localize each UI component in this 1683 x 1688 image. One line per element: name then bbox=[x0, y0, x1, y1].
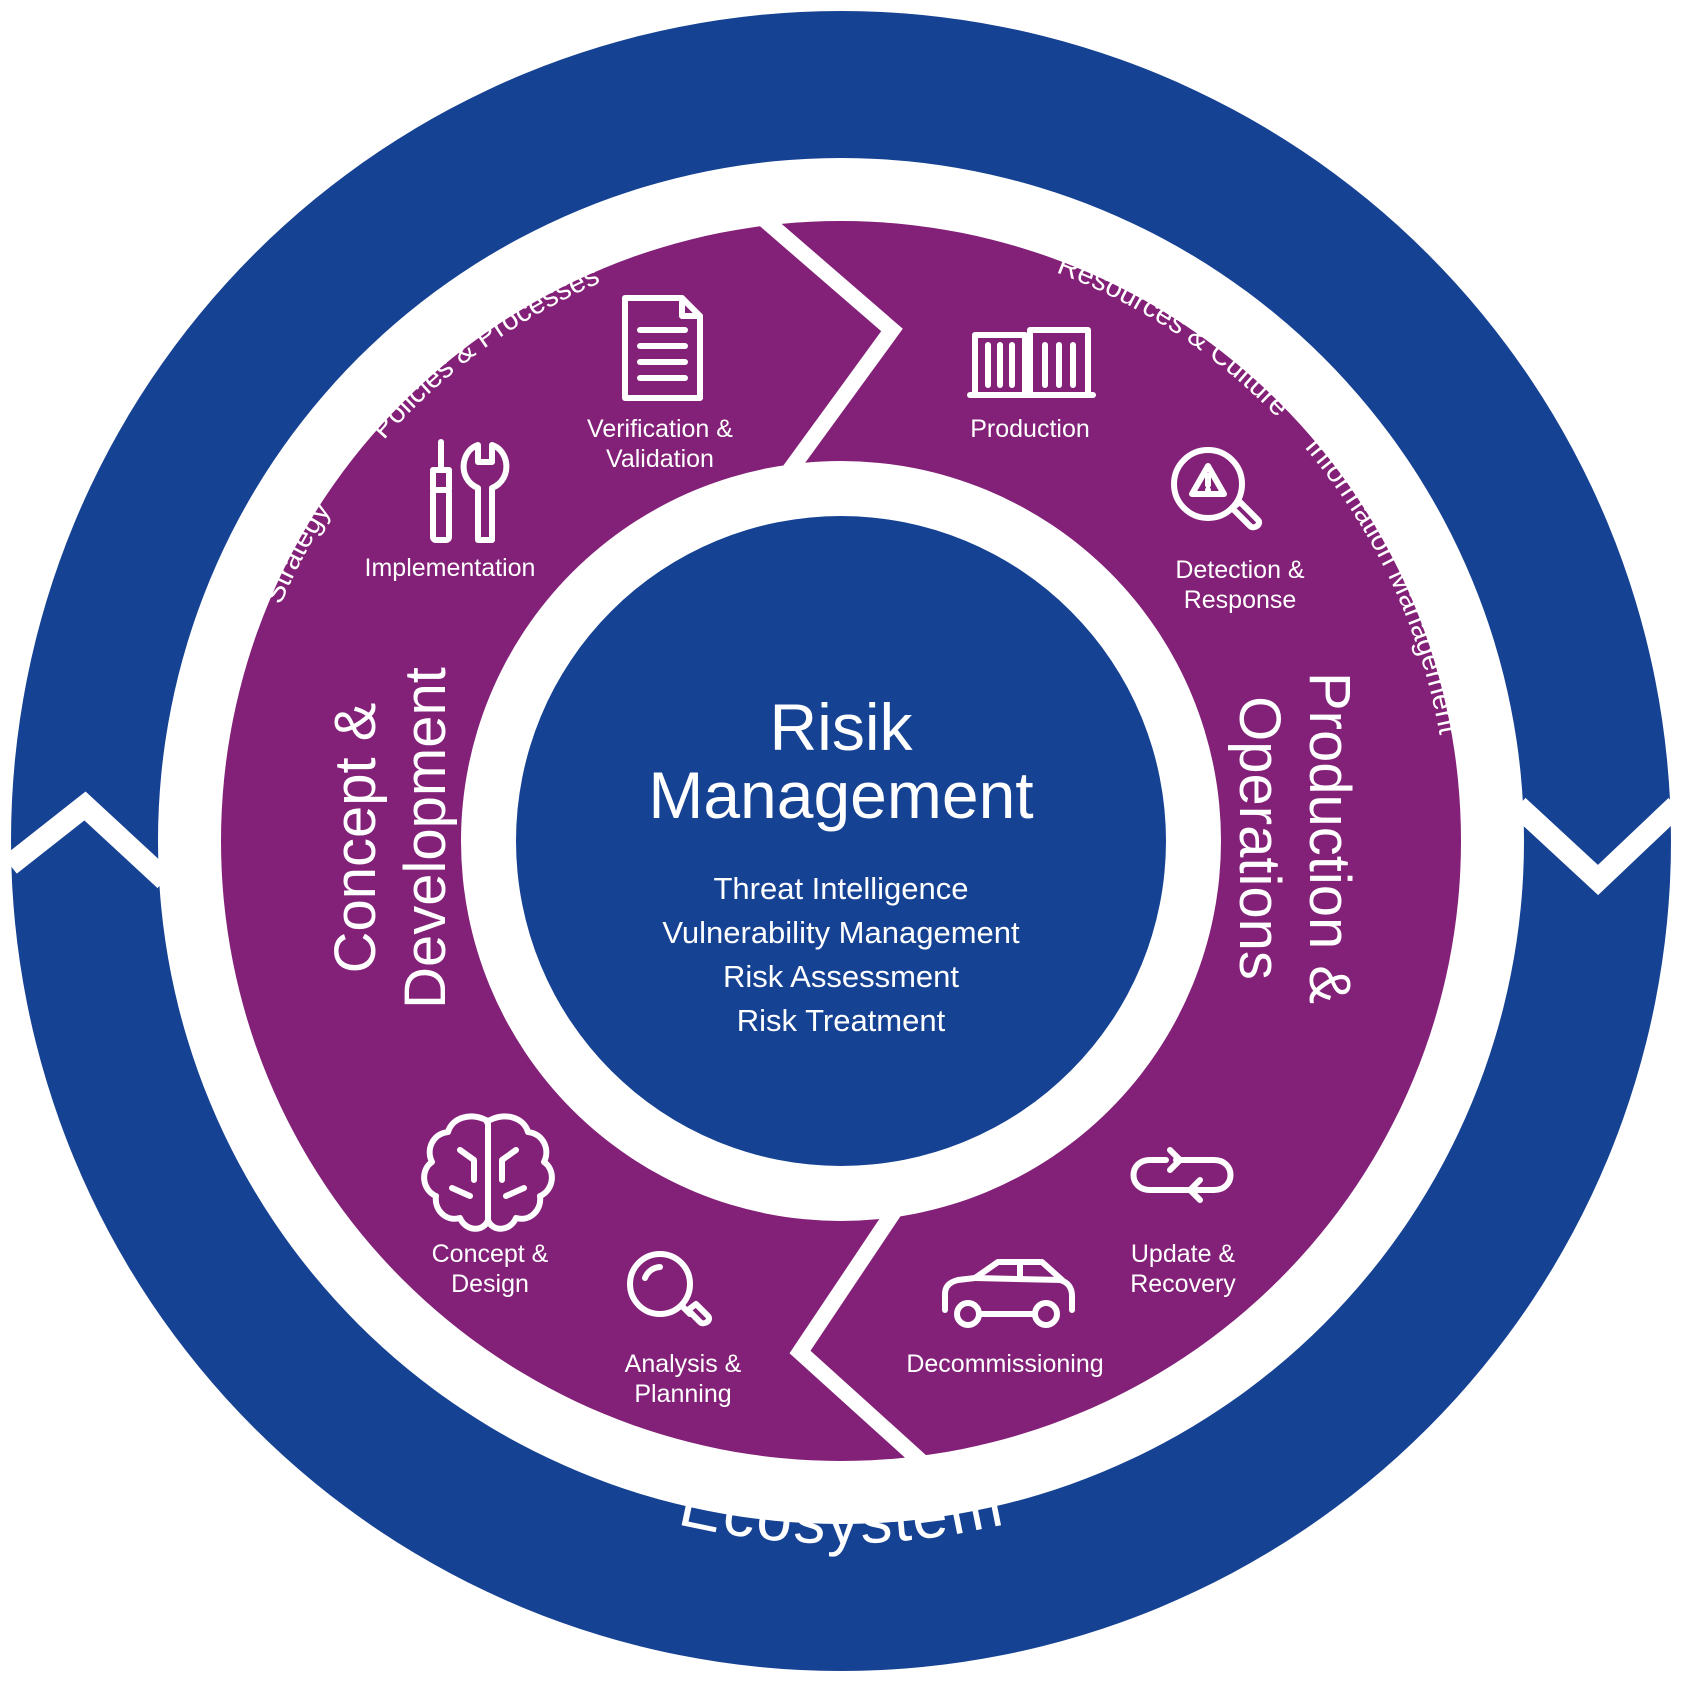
factory-icon bbox=[967, 327, 1096, 398]
analysis-label-line2: Planning bbox=[634, 1380, 731, 1408]
production-operations-title: Production & Operations bbox=[1227, 672, 1362, 1004]
decommissioning-label: Decommissioning bbox=[906, 1350, 1103, 1378]
analysis-label-line1: Analysis & bbox=[625, 1350, 742, 1378]
warning-search-icon bbox=[1171, 447, 1262, 531]
concept-design-label-line2: Design bbox=[451, 1270, 529, 1298]
center-title-line2: Management bbox=[648, 758, 1033, 832]
segment-divider-bottom bbox=[789, 1205, 931, 1471]
magnifier-icon bbox=[627, 1251, 712, 1327]
car-icon bbox=[942, 1259, 1075, 1328]
update-label-line1: Update & bbox=[1131, 1240, 1236, 1268]
center-item-risk-assessment: Risk Assessment bbox=[723, 959, 959, 994]
concept-development-line1: Concept & bbox=[323, 703, 388, 974]
concept-development-title: Concept & Development bbox=[323, 667, 458, 1009]
verification-label-line1: Verification & bbox=[587, 415, 733, 443]
detection-label-line2: Response bbox=[1184, 586, 1297, 614]
concept-design-label-line1: Concept & bbox=[432, 1240, 549, 1268]
implementation-label: Implementation bbox=[365, 554, 536, 582]
center-title-line1: Risik bbox=[770, 690, 914, 764]
cycle-icon bbox=[1130, 1147, 1234, 1203]
center-item-risk-treatment: Risk Treatment bbox=[737, 1003, 946, 1038]
outer-ring-right-chevron bbox=[1510, 797, 1683, 896]
update-label-line2: Recovery bbox=[1130, 1270, 1236, 1298]
center-circle bbox=[516, 516, 1166, 1166]
production-operations-line2: Operations bbox=[1227, 696, 1292, 980]
brain-icon bbox=[421, 1113, 555, 1232]
outer-ring-left-chevron bbox=[3, 791, 173, 889]
production-label: Production bbox=[970, 415, 1090, 443]
document-icon bbox=[622, 295, 703, 401]
detection-label-line1: Detection & bbox=[1175, 556, 1305, 584]
concept-development-line2: Development bbox=[393, 667, 458, 1009]
production-operations-line1: Production & bbox=[1297, 672, 1362, 1004]
center-item-vulnerability-management: Vulnerability Management bbox=[662, 915, 1020, 950]
segment-divider-top bbox=[759, 213, 903, 475]
verification-label-line2: Validation bbox=[606, 445, 714, 473]
tools-icon bbox=[430, 439, 510, 543]
center-item-threat-intelligence: Threat Intelligence bbox=[713, 871, 968, 906]
